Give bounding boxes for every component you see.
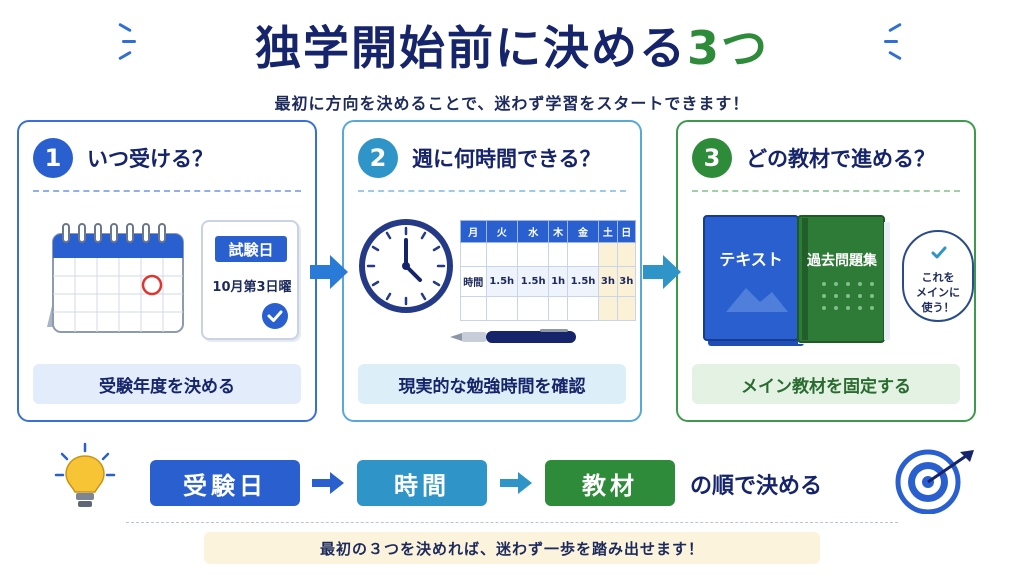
day-header: 土	[598, 220, 618, 243]
title-main: 独学開始前に決める	[254, 21, 687, 75]
calendar-icon	[47, 223, 184, 333]
step-footer: 現実的な勉強時間を確認	[358, 364, 626, 404]
past-exam-label: 過去問題集	[807, 253, 877, 269]
footer-note: 最初の３つを決めれば、迷わず一歩を踏み出せます！	[204, 532, 820, 564]
day-header: 日	[616, 220, 637, 243]
divider	[358, 190, 626, 192]
check-icon	[931, 246, 947, 259]
divider	[126, 522, 898, 523]
arrow-right-icon	[310, 255, 348, 289]
flow-step-time: 時間	[357, 460, 487, 506]
hours-cell: 1.5h	[566, 266, 600, 297]
page-title: 独学開始前に決める3つ	[255, 12, 769, 78]
exam-label: 試験日	[215, 236, 287, 262]
textbook-label: テキスト	[719, 250, 783, 269]
step-title: いつ受ける？	[87, 147, 213, 171]
step-title: 週に何時間できる？	[412, 147, 601, 171]
step-card-3: 3 どの教材で進める？ テキスト 過去問題集 これを メインに 使う！ メイン教…	[676, 120, 976, 422]
bubble-line: 使う！	[921, 301, 955, 314]
bubble-text: これを メインに 使う！	[904, 270, 972, 315]
exam-date-card: 試験日 10月第3日曜	[201, 220, 299, 340]
title-accent: 3つ	[686, 21, 769, 75]
flow-suffix: の順で決める	[690, 474, 823, 499]
exam-date: 10月第3日曜	[212, 280, 292, 295]
step-footer: メイン教材を固定する	[692, 364, 960, 404]
subtitle: 最初に方向を決めることで、迷わず学習をスタートできます！	[274, 94, 750, 113]
step-card-1: 1 いつ受ける？ 試験日 10月第3日曜 受験年度を決める	[17, 120, 317, 422]
divider	[33, 190, 301, 192]
flow-step-material: 教材	[545, 460, 675, 506]
step-header: 3 どの教材で進める？	[692, 138, 935, 178]
day-header: 月	[460, 220, 487, 243]
step-header: 2 週に何時間できる？	[358, 138, 601, 178]
bubble-line: これを	[921, 271, 955, 284]
target-icon	[895, 449, 974, 514]
day-header: 木	[548, 220, 568, 243]
step-number: 1	[33, 138, 73, 178]
lightbulb-icon	[54, 442, 116, 507]
pen-icon	[450, 329, 576, 343]
weekly-schedule-table: 月 火 水 木 金 土 日 時間 1.5h 1.5h 1h 1.5h 3h 3h	[460, 220, 637, 321]
day-header: 金	[566, 220, 600, 243]
step-number: 2	[358, 138, 398, 178]
bubble-line: メインに	[916, 286, 960, 299]
hours-cell: 3h	[616, 266, 637, 297]
hours-cell: 1.5h	[485, 266, 519, 297]
arrow-right-icon	[500, 472, 532, 494]
check-icon	[262, 303, 288, 329]
hours-cell: 1.5h	[516, 266, 550, 297]
flow-row: 受験日 時間 教材 の順で決める	[0, 442, 1024, 514]
speech-bubble: これを メインに 使う！	[902, 230, 974, 322]
title-row: 独学開始前に決める3つ	[0, 10, 1024, 80]
step-title: どの教材で進める？	[746, 147, 935, 171]
flow-step-exam-date: 受験日	[150, 460, 300, 506]
divider	[692, 190, 960, 192]
step-footer: 受験年度を決める	[33, 364, 301, 404]
arrow-right-icon	[643, 255, 681, 289]
row-label: 時間	[460, 266, 487, 297]
hours-cell: 3h	[598, 266, 618, 297]
book-icon	[703, 215, 890, 346]
step-number: 3	[692, 138, 732, 178]
hours-cell: 1h	[548, 266, 568, 297]
day-header: 水	[516, 220, 550, 243]
day-header: 火	[485, 220, 519, 243]
arrow-right-icon	[312, 472, 344, 494]
clock-icon	[359, 219, 453, 313]
step-header: 1 いつ受ける？	[33, 138, 213, 178]
step-card-2: 2 週に何時間できる？ 月 火 水 木 金 土 日 時間	[342, 120, 642, 422]
